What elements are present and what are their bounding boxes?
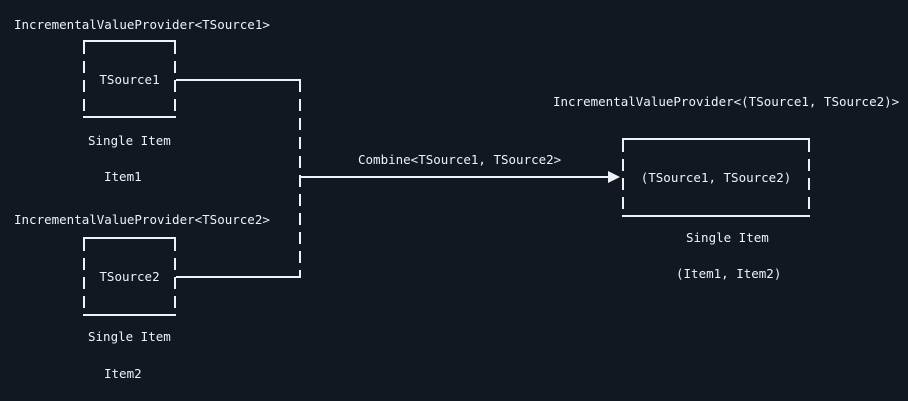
result-provider-label: IncrementalValueProvider<(TSource1, TSou… [553,94,900,109]
combine-arrow-line [300,176,609,178]
source1-caption: Single Item [88,133,171,148]
source2-box: TSource2 [83,237,176,316]
result-box: (TSource1, TSource2) [622,138,810,217]
source2-box-value: TSource2 [99,269,160,284]
source1-box-value: TSource1 [99,71,160,87]
provider2-label: IncrementalValueProvider<TSource2> [14,212,270,227]
result-caption: Single Item [686,230,769,245]
result-item-label: (Item1, Item2) [676,266,782,281]
provider1-label: IncrementalValueProvider<TSource1> [14,17,270,32]
combine-label: Combine<TSource1, TSource2> [358,152,562,167]
source2-caption: Single Item [88,329,171,344]
source1-item-label: Item1 [104,169,142,184]
result-box-value: (TSource1, TSource2) [640,170,792,185]
source1-connector-line [176,79,301,81]
arrow-right-icon [608,171,620,183]
merge-connector-line [299,80,301,278]
source2-item-label: Item2 [104,366,142,381]
source2-connector-line [176,276,301,278]
source1-box: TSource1 [83,40,176,118]
